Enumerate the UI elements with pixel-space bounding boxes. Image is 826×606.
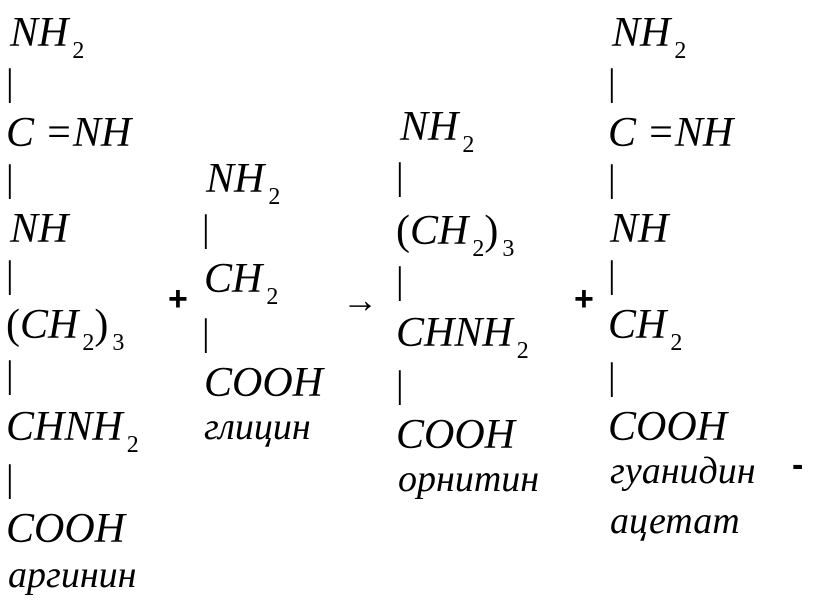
- arginine-name: аргинин: [8, 554, 137, 596]
- arginine-nh: NH: [10, 206, 69, 252]
- guanidinoacetate-bond-3: |: [608, 254, 616, 296]
- guanidinoacetate-bond-4: |: [608, 356, 616, 398]
- ornithine-bond-1: |: [396, 156, 404, 198]
- arginine-bond-4: |: [6, 354, 14, 396]
- arginine-c-nh: C =NH: [6, 110, 132, 156]
- arginine-cooh: COOH: [6, 506, 126, 552]
- plus-sign-1: +: [168, 280, 188, 318]
- guanidinoacetate-name-line1: гуанидин: [610, 450, 756, 492]
- ornithine-bond-2: |: [396, 260, 404, 302]
- plus-sign-2: +: [574, 280, 594, 318]
- glycine-bond-2: |: [202, 312, 210, 354]
- arginine-bond-2: |: [6, 158, 14, 200]
- guanidinoacetate-name-line2: ацетат: [610, 500, 740, 542]
- arginine-bond-5: |: [6, 458, 14, 500]
- ornithine-bond-3: |: [396, 364, 404, 406]
- ornithine-cooh: COOH: [396, 412, 516, 458]
- guanidinoacetate-c-nh: C =NH: [608, 110, 734, 156]
- guanidinoacetate-nh: NH: [610, 206, 669, 252]
- arginine-bond-3: |: [6, 254, 14, 296]
- arginine-bond-1: |: [6, 62, 14, 104]
- guanidinoacetate-bond-2: |: [608, 158, 616, 200]
- guanidinoacetate-bond-1: |: [608, 62, 616, 104]
- guanidinoacetate-cooh: COOH: [608, 404, 728, 450]
- glycine-cooh: COOH: [204, 360, 324, 406]
- guanidinoacetate-name-dash: -: [792, 446, 804, 484]
- ornithine-name: орнитин: [398, 458, 540, 500]
- reaction-arrow: →: [342, 280, 378, 320]
- glycine-bond-1: |: [202, 208, 210, 250]
- glycine-name: глицин: [204, 406, 311, 448]
